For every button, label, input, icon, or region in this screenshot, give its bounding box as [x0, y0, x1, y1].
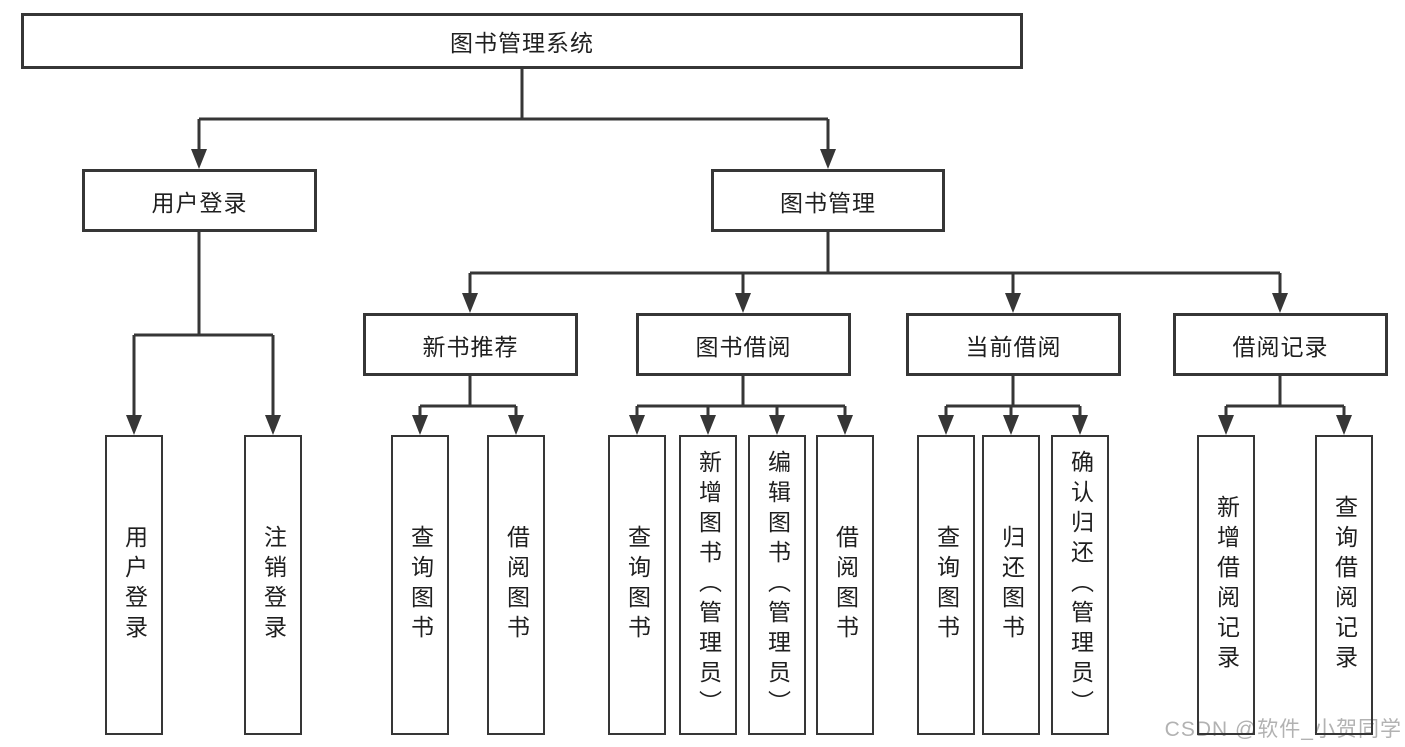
node-new-book-recommend-label: 新书推荐 [422, 333, 519, 360]
node-return-books-label: 归还图书 [998, 525, 1025, 645]
node-logout-label: 注销登录 [260, 525, 287, 645]
connector-book-borrow-children [635, 376, 847, 417]
connector-book-management-children [468, 232, 1282, 295]
node-library-system: 图书管理系统 [21, 13, 1023, 69]
node-book-management: 图书管理 [711, 169, 945, 232]
node-borrow-books-label: 借阅图书 [832, 525, 859, 645]
node-borrow-books: 借阅图书 [816, 435, 874, 735]
node-query-books-recommend: 查询图书 [391, 435, 449, 735]
node-logout: 注销登录 [244, 435, 302, 735]
node-query-books-current: 查询图书 [917, 435, 975, 735]
arrowheads-level3 [462, 293, 1288, 313]
arrowheads-new-book-children [412, 415, 524, 435]
node-borrow-books-recommend: 借阅图书 [487, 435, 545, 735]
connector-borrow-record-children [1224, 376, 1346, 417]
node-query-books-recommend-label: 查询图书 [407, 525, 434, 645]
arrowheads-user-login-children [126, 415, 281, 435]
node-query-borrow-record: 查询借阅记录 [1315, 435, 1373, 735]
node-borrow-books-recommend-label: 借阅图书 [503, 525, 530, 645]
node-add-borrow-record: 新增借阅记录 [1197, 435, 1255, 735]
node-book-management-label: 图书管理 [780, 189, 876, 216]
node-return-books: 归还图书 [982, 435, 1040, 735]
node-book-borrow: 图书借阅 [636, 313, 851, 376]
connector-root-to-level2 [197, 69, 830, 151]
node-query-books-borrow: 查询图书 [608, 435, 666, 735]
node-user-login-group-label: 用户登录 [151, 189, 248, 216]
arrowheads-level2 [191, 149, 836, 169]
connector-new-book-children [418, 376, 518, 417]
node-query-books-current-label: 查询图书 [933, 525, 960, 645]
node-user-login-label: 用户登录 [121, 525, 148, 645]
node-add-books-admin: 新增图书（管理员） [679, 435, 737, 735]
node-current-borrow: 当前借阅 [906, 313, 1121, 376]
node-borrow-records: 借阅记录 [1173, 313, 1388, 376]
node-edit-books-admin: 编辑图书（管理员） [748, 435, 806, 735]
node-current-borrow-label: 当前借阅 [965, 333, 1062, 360]
node-edit-books-admin-label: 编辑图书（管理员） [764, 450, 791, 720]
node-new-book-recommend: 新书推荐 [363, 313, 578, 376]
node-borrow-records-label: 借阅记录 [1232, 333, 1329, 360]
node-query-borrow-record-label: 查询借阅记录 [1331, 495, 1358, 675]
node-library-system-label: 图书管理系统 [450, 30, 594, 56]
arrowheads-current-borrow-children [938, 415, 1088, 435]
node-confirm-return-admin: 确认归还（管理员） [1051, 435, 1109, 735]
node-confirm-return-admin-label: 确认归还（管理员） [1067, 450, 1094, 720]
node-user-login-group: 用户登录 [82, 169, 317, 232]
arrowheads-book-borrow-children [629, 415, 853, 435]
node-add-books-admin-label: 新增图书（管理员） [695, 450, 722, 720]
watermark: CSDN @软件_小贺同学 [1164, 718, 1402, 741]
connector-user-login-children [132, 232, 275, 417]
node-add-borrow-record-label: 新增借阅记录 [1213, 495, 1240, 675]
connector-current-borrow-children [944, 376, 1082, 417]
node-book-borrow-label: 图书借阅 [695, 333, 792, 360]
node-user-login: 用户登录 [105, 435, 163, 735]
arrowheads-borrow-record-children [1218, 415, 1352, 435]
node-query-books-borrow-label: 查询图书 [624, 525, 651, 645]
